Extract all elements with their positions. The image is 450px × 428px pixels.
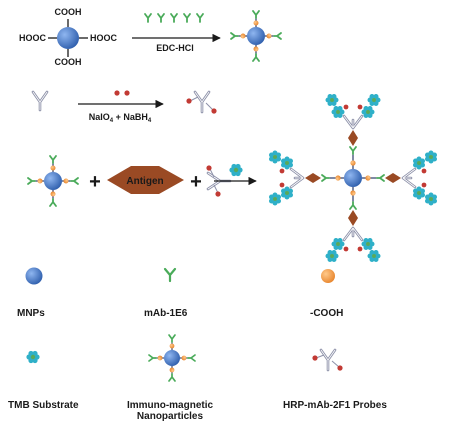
plus-sign-1: + (89, 171, 101, 193)
sandwich-complex-icon (269, 94, 437, 262)
sandwich-arm-left (269, 150, 344, 206)
sandwich-arm-bottom (325, 187, 381, 262)
mnp-core-icon (57, 27, 79, 49)
edc-reagent-label: EDC-HCl (156, 43, 194, 53)
hrp-antibody-product-icon (186, 90, 217, 114)
sandwich-core-particle (344, 169, 362, 187)
legend-mnps-label: MNPs (17, 308, 45, 319)
imnp-reactant-icon (27, 155, 79, 207)
legend-cooh-label: -COOH (310, 308, 344, 319)
legend-immuno-label: Immuno-magnetic Nanoparticles (127, 400, 213, 422)
plus-sign-2: + (190, 171, 202, 193)
legend-hrp-label: HRP-mAb-2F1 Probes (283, 400, 387, 411)
imnp-product-icon (230, 10, 282, 62)
legend-mab-label: mAb-1E6 (144, 308, 188, 319)
legend-mnp-icon (25, 267, 43, 285)
reaction2-arrow: NaIO4 + NaBH4 (78, 90, 164, 124)
naio4-reagent-label: NaIO4 + NaBH4 (89, 112, 152, 124)
antigen-label: Antigen (126, 176, 163, 187)
cooh-right-label: HOOC (90, 33, 118, 43)
legend-imnp-icon (148, 334, 196, 382)
hrp-dot-icon (124, 90, 130, 96)
hrp-dot-icon (114, 90, 120, 96)
legend-mab-icon (163, 267, 177, 283)
legend-immuno-line2: Nanoparticles (136, 411, 204, 422)
legend-hrp-probe-icon (312, 348, 343, 372)
tmb-reactant-icon (229, 163, 243, 177)
legend-immuno-line1: Immuno-magnetic (126, 400, 214, 411)
antibody-gray-icon (31, 90, 49, 112)
cooh-bottom-label: COOH (55, 57, 82, 67)
cooh-top-label: COOH (55, 7, 82, 17)
cooh-left-label: HOOC (19, 33, 47, 43)
antibody-row-icons (144, 13, 204, 23)
legend-tmb-label: TMB Substrate (8, 400, 79, 411)
reaction1-cooh-particle: COOH COOH HOOC HOOC (19, 7, 118, 67)
hrp-probe-reactant-icon (206, 165, 232, 197)
reaction1-arrow: EDC-HCl (132, 13, 221, 53)
sandwich-arm-right (362, 150, 437, 206)
antigen-icon: Antigen (107, 166, 184, 194)
legend-cooh-icon (321, 269, 335, 283)
sandwich-arm-top (325, 94, 381, 169)
legend-tmb-icon (26, 350, 40, 364)
